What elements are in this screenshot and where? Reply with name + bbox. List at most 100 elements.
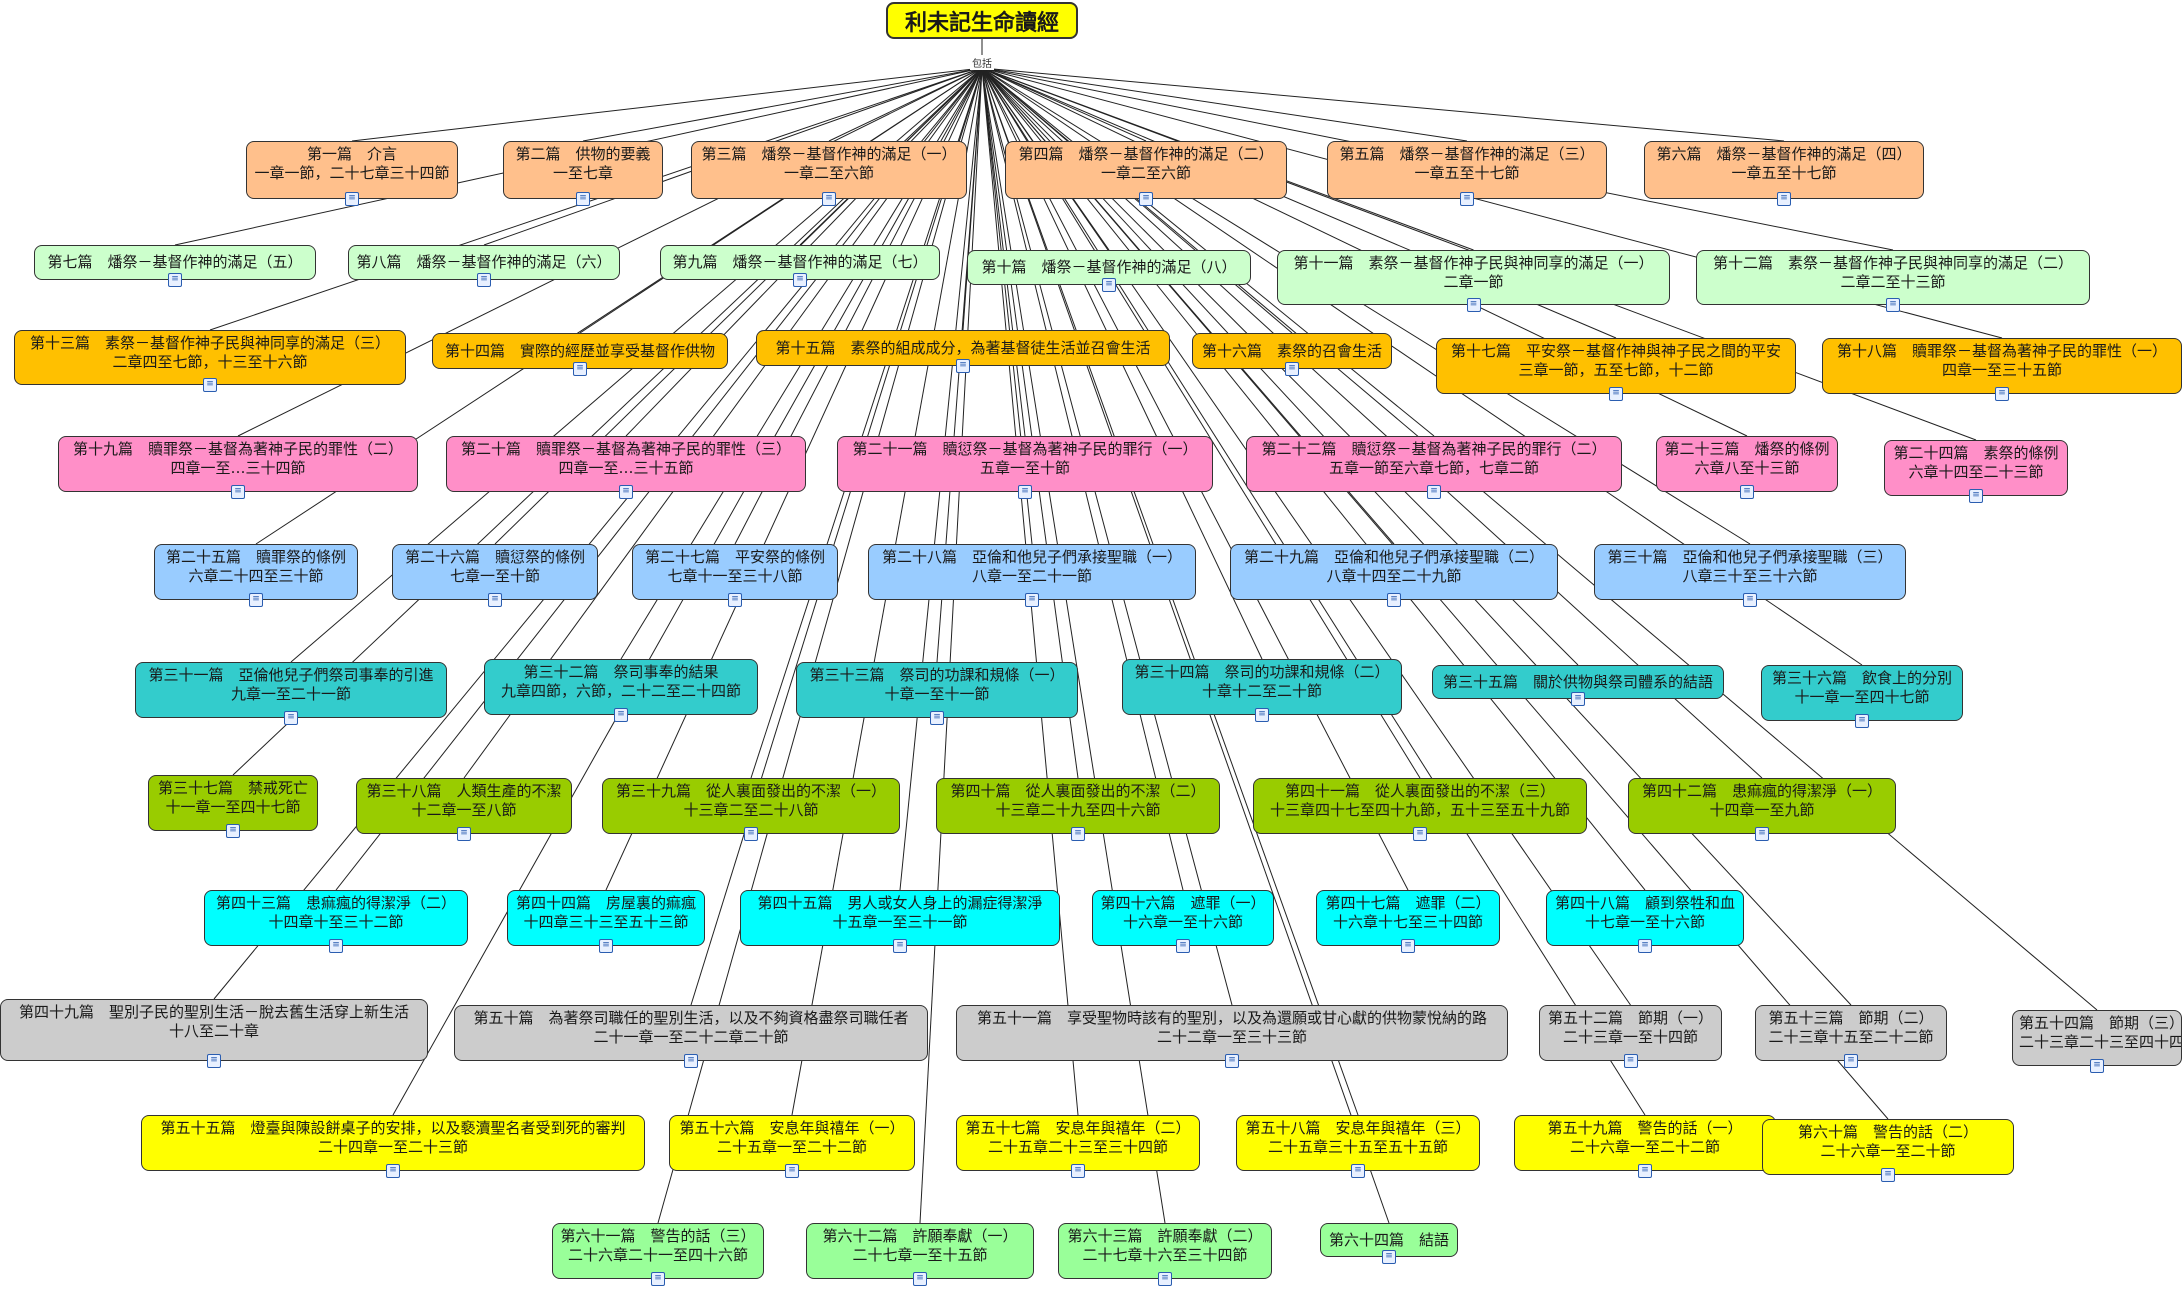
chapter-node[interactable]: 第四十一篇 從人裏面發出的不潔（三）十三章四十七至四十九節，五十三至五十九節 bbox=[1253, 778, 1587, 834]
document-icon[interactable]: ≡ bbox=[1609, 387, 1623, 401]
chapter-node[interactable]: 第二十八篇 亞倫和他兒子們承接聖職（一）八章一至二十一節 bbox=[868, 544, 1196, 600]
document-icon[interactable]: ≡ bbox=[1285, 362, 1299, 376]
document-icon[interactable]: ≡ bbox=[284, 711, 298, 725]
chapter-node[interactable]: 第三十二篇 祭司事奉的結果九章四節，六節，二十二至二十四節 bbox=[484, 659, 758, 715]
chapter-node[interactable]: 第十五篇 素祭的組成成分，為著基督徒生活並召會生活 bbox=[756, 330, 1170, 366]
chapter-node[interactable]: 第四十九篇 聖別子民的聖別生活－脫去舊生活穿上新生活十八至二十章 bbox=[0, 999, 428, 1061]
document-icon[interactable]: ≡ bbox=[573, 362, 587, 376]
document-icon[interactable]: ≡ bbox=[1071, 827, 1085, 841]
document-icon[interactable]: ≡ bbox=[168, 273, 182, 287]
chapter-node[interactable]: 第四篇 燔祭－基督作神的滿足（二）一章二至六節 bbox=[1005, 141, 1287, 199]
chapter-node[interactable]: 第六十三篇 許願奉獻（二）二十七章十六至三十四節 bbox=[1058, 1223, 1272, 1279]
document-icon[interactable]: ≡ bbox=[1102, 278, 1116, 292]
document-icon[interactable]: ≡ bbox=[651, 1272, 665, 1286]
document-icon[interactable]: ≡ bbox=[1740, 485, 1754, 499]
document-icon[interactable]: ≡ bbox=[231, 485, 245, 499]
root-node[interactable]: 利未記生命讀經 bbox=[886, 2, 1078, 39]
document-icon[interactable]: ≡ bbox=[1413, 827, 1427, 841]
document-icon[interactable]: ≡ bbox=[1460, 192, 1474, 206]
document-icon[interactable]: ≡ bbox=[956, 359, 970, 373]
document-icon[interactable]: ≡ bbox=[249, 593, 263, 607]
document-icon[interactable]: ≡ bbox=[207, 1054, 221, 1068]
document-icon[interactable]: ≡ bbox=[1018, 485, 1032, 499]
chapter-node[interactable]: 第四十二篇 患痲瘋的得潔淨（一）十四章一至九節 bbox=[1628, 778, 1896, 834]
chapter-node[interactable]: 第十一篇 素祭－基督作神子民與神同享的滿足（一）二章一節 bbox=[1277, 250, 1670, 305]
chapter-node[interactable]: 第二十一篇 贖愆祭－基督為著神子民的罪行（一）五章一至十節 bbox=[837, 436, 1213, 492]
chapter-node[interactable]: 第五十六篇 安息年與禧年（一）二十五章一至二十二節 bbox=[669, 1115, 915, 1171]
document-icon[interactable]: ≡ bbox=[576, 192, 590, 206]
chapter-node[interactable]: 第三十四篇 祭司的功課和規條（二）十章十二至二十節 bbox=[1122, 659, 1402, 715]
document-icon[interactable]: ≡ bbox=[913, 1272, 927, 1286]
document-icon[interactable]: ≡ bbox=[1623, 1054, 1638, 1068]
chapter-node[interactable]: 第一篇 介言一章一節，二十七章三十四節 bbox=[246, 141, 458, 199]
document-icon[interactable]: ≡ bbox=[1743, 593, 1757, 607]
document-icon[interactable]: ≡ bbox=[386, 1164, 400, 1178]
chapter-node[interactable]: 第十九篇 贖罪祭－基督為著神子民的罪性（二）四章一至…三十四節 bbox=[58, 436, 418, 492]
document-icon[interactable]: ≡ bbox=[488, 593, 502, 607]
document-icon[interactable]: ≡ bbox=[1855, 714, 1869, 728]
chapter-node[interactable]: 第六十篇 警告的話（二）二十六章一至二十節 bbox=[1762, 1119, 2014, 1175]
document-icon[interactable]: ≡ bbox=[1255, 708, 1269, 722]
chapter-node[interactable]: 第二十五篇 贖罪祭的條例六章二十四至三十節 bbox=[154, 544, 358, 600]
document-icon[interactable]: ≡ bbox=[457, 827, 471, 841]
chapter-node[interactable]: 第四十七篇 遮罪（二）十六章十七至三十四節 bbox=[1316, 890, 1500, 946]
chapter-node[interactable]: 第三十七篇 禁戒死亡十一章一至四十七節 bbox=[148, 775, 318, 831]
chapter-node[interactable]: 第五十四篇 節期（三）二十三章二十三至四十四節 bbox=[2012, 1010, 2182, 1066]
document-icon[interactable]: ≡ bbox=[599, 939, 613, 953]
document-icon[interactable]: ≡ bbox=[1844, 1054, 1858, 1068]
document-icon[interactable]: ≡ bbox=[1427, 485, 1441, 499]
chapter-node[interactable]: 第三十八篇 人類生產的不潔十二章一至八節 bbox=[356, 778, 572, 834]
chapter-node[interactable]: 第四十三篇 患痲瘋的得潔淨（二）十四章十至三十二節 bbox=[204, 890, 468, 946]
document-icon[interactable]: ≡ bbox=[1139, 192, 1153, 206]
chapter-node[interactable]: 第五十篇 為著祭司職任的聖別生活，以及不夠資格盡祭司職任者二十一章一至二十二章二… bbox=[454, 1005, 928, 1061]
document-icon[interactable]: ≡ bbox=[1025, 593, 1039, 607]
document-icon[interactable]: ≡ bbox=[2090, 1059, 2104, 1073]
document-icon[interactable]: ≡ bbox=[226, 824, 240, 838]
chapter-node[interactable]: 第三十九篇 從人裏面發出的不潔（一）十三章二至二十八節 bbox=[602, 778, 900, 834]
chapter-node[interactable]: 第十八篇 贖罪祭－基督為著神子民的罪性（一）四章一至三十五節 bbox=[1822, 338, 2182, 394]
document-icon[interactable]: ≡ bbox=[345, 192, 359, 206]
chapter-node[interactable]: 第十三篇 素祭－基督作神子民與神同享的滿足（三）二章四至七節，十三至十六節 bbox=[14, 330, 406, 385]
chapter-node[interactable]: 第四十四篇 房屋裏的痲瘋十四章三十三至五十三節 bbox=[507, 890, 705, 946]
document-icon[interactable]: ≡ bbox=[744, 827, 758, 841]
document-icon[interactable]: ≡ bbox=[1387, 593, 1401, 607]
chapter-node[interactable]: 第二十二篇 贖愆祭－基督為著神子民的罪行（二）五章一節至六章七節，七章二節 bbox=[1246, 436, 1622, 492]
chapter-node[interactable]: 第二十六篇 贖愆祭的條例七章一至十節 bbox=[392, 544, 598, 600]
document-icon[interactable]: ≡ bbox=[1638, 939, 1652, 953]
document-icon[interactable]: ≡ bbox=[1225, 1054, 1239, 1068]
document-icon[interactable]: ≡ bbox=[1995, 387, 2009, 401]
chapter-node[interactable]: 第二十篇 贖罪祭－基督為著神子民的罪性（三）四章一至…三十五節 bbox=[446, 436, 806, 492]
document-icon[interactable]: ≡ bbox=[822, 192, 836, 206]
document-icon[interactable]: ≡ bbox=[1351, 1164, 1365, 1178]
document-icon[interactable]: ≡ bbox=[1969, 489, 1983, 503]
document-icon[interactable]: ≡ bbox=[329, 939, 343, 953]
chapter-node[interactable]: 第六篇 燔祭－基督作神的滿足（四）一章五至十七節 bbox=[1644, 141, 1924, 199]
document-icon[interactable]: ≡ bbox=[1881, 1168, 1895, 1182]
chapter-node[interactable]: 第二十九篇 亞倫和他兒子們承接聖職（二）八章十四至二十九節 bbox=[1230, 544, 1558, 600]
chapter-node[interactable]: 第十二篇 素祭－基督作神子民與神同享的滿足（二）二章二至十三節 bbox=[1696, 250, 2090, 305]
chapter-node[interactable]: 第六十一篇 警告的話（三）二十六章二十一至四十六節 bbox=[552, 1223, 764, 1279]
chapter-node[interactable]: 第三十六篇 飲食上的分別十一章一至四十七節 bbox=[1761, 665, 1963, 721]
chapter-node[interactable]: 第六十二篇 許願奉獻（一）二十七章一至十五節 bbox=[806, 1223, 1034, 1279]
chapter-node[interactable]: 第五十一篇 享受聖物時該有的聖別，以及為還願或甘心獻的供物蒙悅納的路二十二章一至… bbox=[956, 1005, 1508, 1061]
document-icon[interactable]: ≡ bbox=[1071, 1164, 1085, 1178]
chapter-node[interactable]: 第五篇 燔祭－基督作神的滿足（三）一章五至十七節 bbox=[1327, 141, 1607, 199]
chapter-node[interactable]: 第二篇 供物的要義一至七章 bbox=[503, 141, 663, 199]
chapter-node[interactable]: 第五十二篇 節期（一）二十三章一至十四節 bbox=[1539, 1005, 1722, 1061]
document-icon[interactable]: ≡ bbox=[1777, 192, 1791, 206]
chapter-node[interactable]: 第五十九篇 警告的話（一）二十六章一至二十二節 bbox=[1514, 1115, 1776, 1171]
document-icon[interactable]: ≡ bbox=[785, 1164, 799, 1178]
chapter-node[interactable]: 第四十五篇 男人或女人身上的漏症得潔淨十五章一至三十一節 bbox=[740, 890, 1060, 946]
document-icon[interactable]: ≡ bbox=[1382, 1250, 1396, 1264]
chapter-node[interactable]: 第四十八篇 顧到祭牲和血十七章一至十六節 bbox=[1546, 890, 1744, 946]
document-icon[interactable]: ≡ bbox=[930, 711, 944, 725]
document-icon[interactable]: ≡ bbox=[619, 485, 633, 499]
chapter-node[interactable]: 第三篇 燔祭－基督作神的滿足（一）一章二至六節 bbox=[691, 141, 967, 199]
document-icon[interactable]: ≡ bbox=[728, 593, 742, 607]
chapter-node[interactable]: 第三十一篇 亞倫他兒子們祭司事奉的引進九章一至二十一節 bbox=[135, 662, 447, 718]
document-icon[interactable]: ≡ bbox=[1755, 827, 1769, 841]
document-icon[interactable]: ≡ bbox=[893, 939, 907, 953]
document-icon[interactable]: ≡ bbox=[1638, 1164, 1652, 1178]
chapter-node[interactable]: 第四十六篇 遮罪（一）十六章一至十六節 bbox=[1092, 890, 1274, 946]
chapter-node[interactable]: 第三十篇 亞倫和他兒子們承接聖職（三）八章三十至三十六節 bbox=[1594, 544, 1906, 600]
